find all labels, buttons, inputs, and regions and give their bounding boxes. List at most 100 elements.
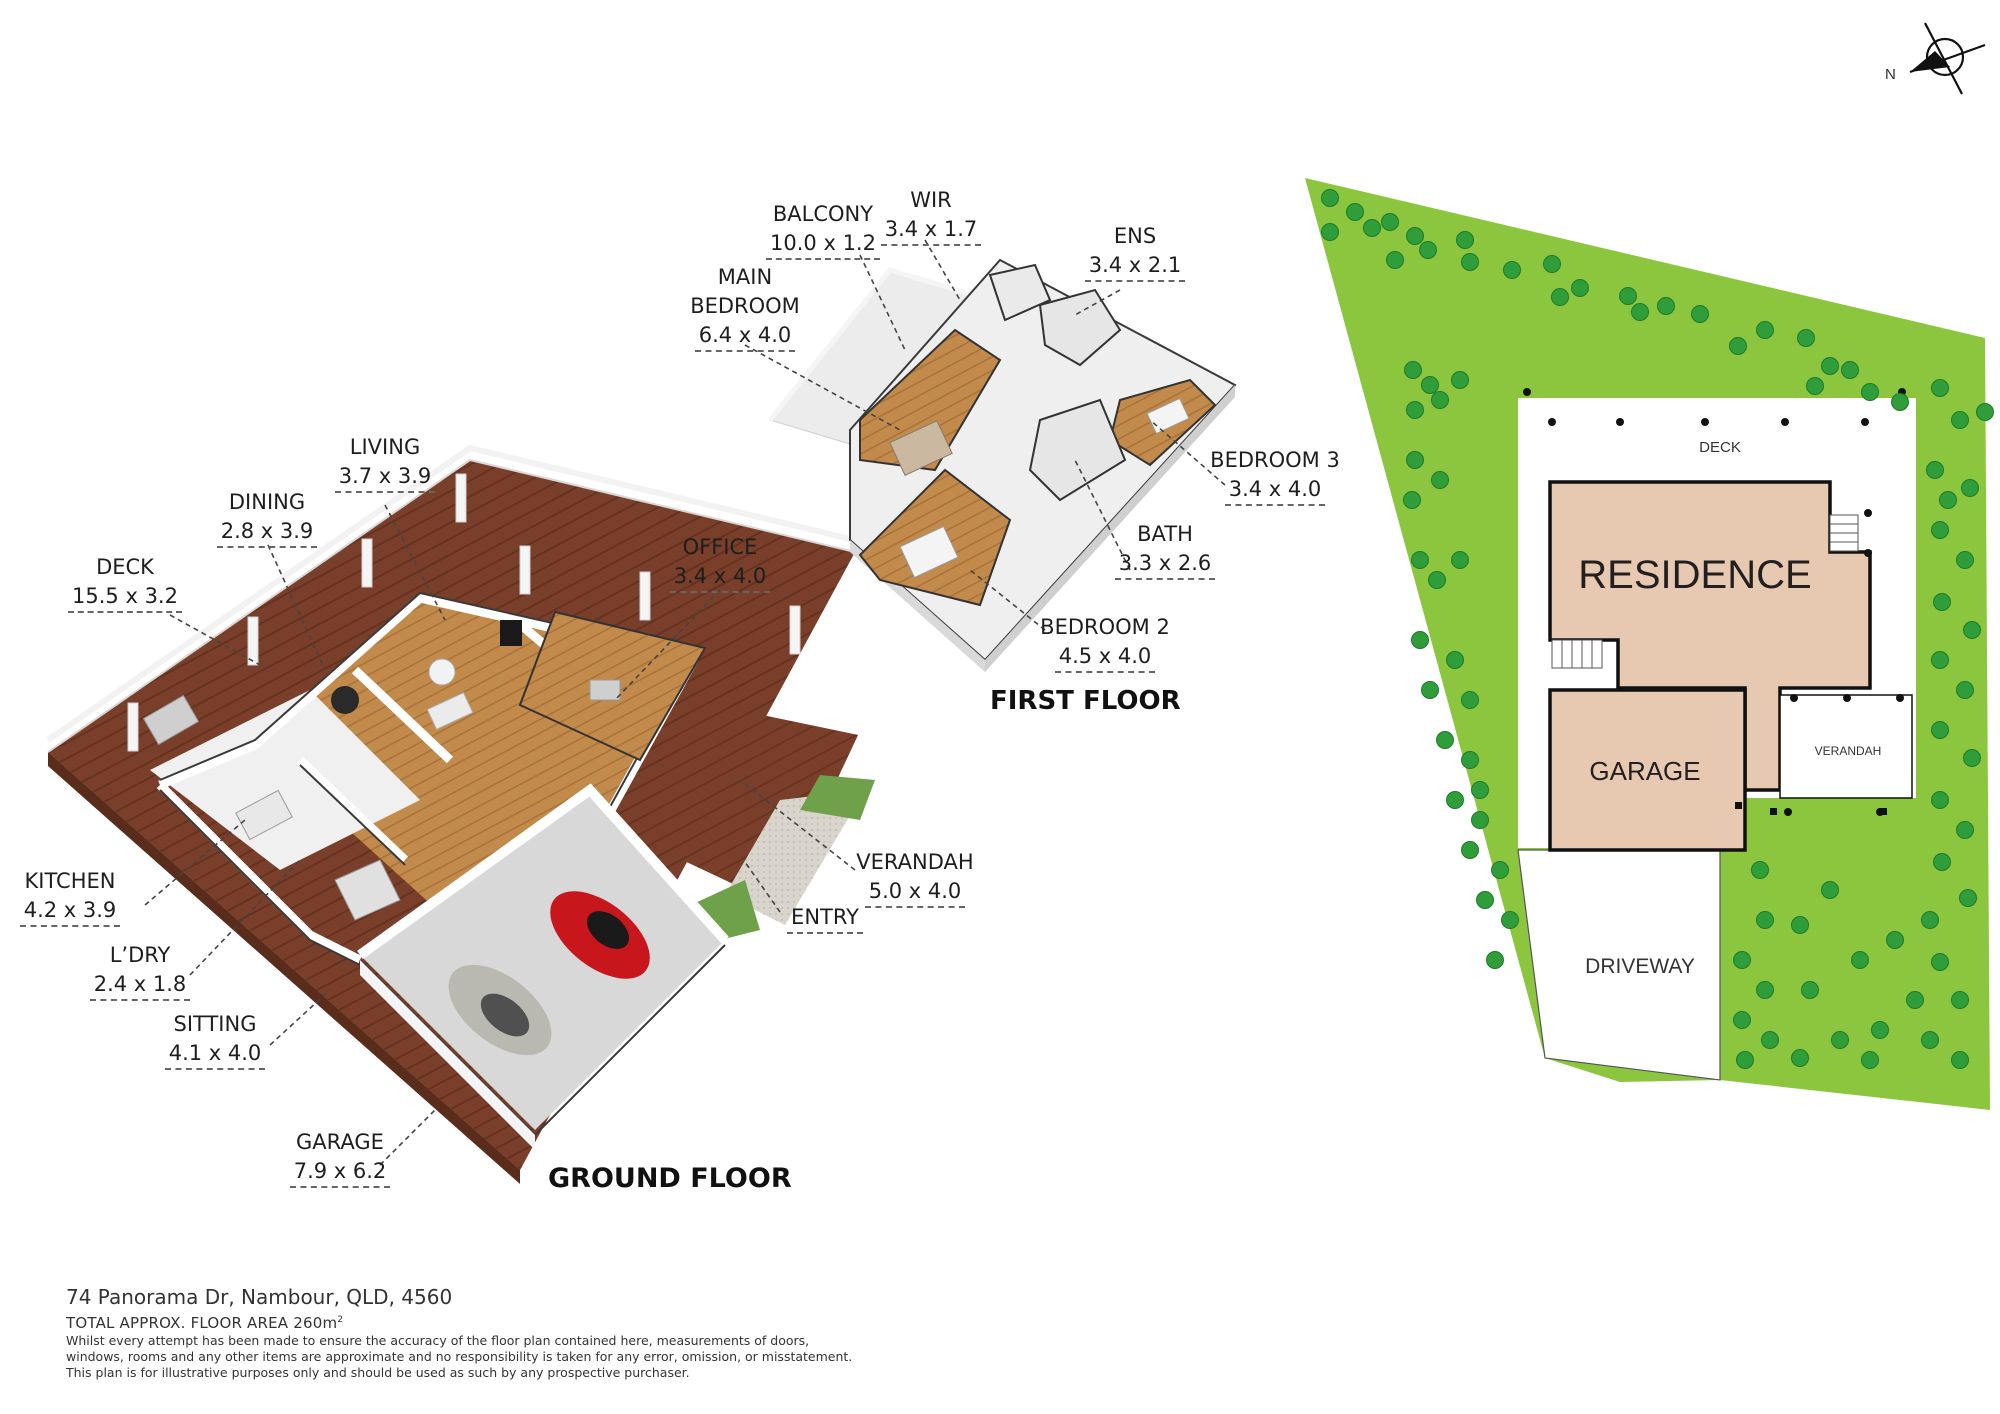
tree-icon [1501,911,1519,929]
tree-icon [1791,1049,1809,1067]
tree-icon [1411,551,1429,569]
tree-icon [1861,1051,1879,1069]
tree-icon [1956,551,1974,569]
room-dims: 4.1 x 4.0 [164,1039,266,1070]
tree-icon [1404,361,1422,379]
room-dims: 3.4 x 2.1 [1084,251,1186,282]
ground-deck-railing-lower [47,458,856,753]
tree-icon [1456,231,1474,249]
tree-icon [1421,681,1439,699]
tree-icon [1431,391,1449,409]
compass-north-label: N [1885,66,1896,83]
room-dims: 3.4 x 4.0 [669,562,771,593]
tree-icon [1657,297,1675,315]
room-dims: 10.0 x 1.2 [766,229,880,260]
silver-car-icon [448,964,552,1056]
tree-icon [1421,376,1439,394]
room-name: DINING [228,490,306,514]
room-dims: 4.5 x 4.0 [1054,642,1156,673]
tree-icon [1411,631,1429,649]
tree-icon [1951,991,1969,1009]
room-label-ensuite: ENS 3.4 x 2.1 [1070,222,1200,282]
room-label-bedroom-2: BEDROOM 2 4.5 x 4.0 [1020,613,1190,673]
room-label-bedroom-3: BEDROOM 3 3.4 x 4.0 [1190,446,1360,506]
tree-icon [1451,371,1469,389]
tree-icon [1733,1011,1751,1029]
first-ensuite [1038,288,1122,367]
tree-icon [1831,1031,1849,1049]
ground-entry-path [725,790,865,925]
site-label-residence: RESIDENCE [1578,553,1812,597]
room-dims: 6.4 x 4.0 [694,321,796,352]
tree-icon [1491,861,1509,879]
tree-icon [1963,621,1981,639]
tree-icon [1861,383,1879,401]
room-dims: 2.8 x 3.9 [216,517,318,548]
bedroom-3-bed-icon [1146,397,1190,435]
tree-icon [1841,361,1859,379]
tree-icon [1503,261,1521,279]
compass-icon [1909,22,1986,95]
tree-icon [1363,219,1381,237]
tree-icon [1931,521,1949,539]
site-plan [1305,178,1990,1110]
tree-icon [1321,189,1339,207]
tree-icon [1933,853,1951,871]
tree-icon [1471,811,1489,829]
tree-icon [1406,451,1424,469]
tree-icon [1951,1051,1969,1069]
room-dims: 3.4 x 1.7 [880,215,982,246]
tree-icon [1461,751,1479,769]
room-label-deck: DECK 15.5 x 3.2 [30,553,220,613]
tree-icon [1751,861,1769,879]
site-garage [1548,688,1747,852]
tree-icon [1756,981,1774,999]
tree-icon [1851,951,1869,969]
tree-icon [1436,731,1454,749]
tree-icon [1461,841,1479,859]
room-name: L’DRY [109,943,171,967]
tree-icon [1403,491,1421,509]
room-dims: 2.4 x 1.8 [89,970,191,1001]
ground-verandah-planks [640,700,858,905]
ground-floor-title: GROUND FLOOR [548,1163,792,1194]
tree-icon [1961,479,1979,497]
first-main-bedroom [859,328,1002,472]
tree-icon [1543,255,1561,273]
tree-icon [1806,377,1824,395]
room-label-office: OFFICE 3.4 x 4.0 [625,533,815,593]
room-name: SITTING [173,1012,257,1036]
tree-icon [1871,1021,1889,1039]
room-name: WIR [910,188,952,212]
site-label-garage: GARAGE [1589,756,1701,786]
room-dims: 3.3 x 2.6 [1114,549,1216,580]
tree-icon [1756,911,1774,929]
tree-icon [1729,337,1747,355]
floor-area: TOTAL APPROX. FLOOR AREA 260m2 [66,1310,966,1333]
room-label-bath: BATH 3.3 x 2.6 [1110,520,1220,580]
tree-icon [1461,253,1479,271]
ground-garage-walls [357,783,729,960]
tree-icon [1428,571,1446,589]
tree-icon [1791,916,1809,934]
room-name: OFFICE [682,535,758,559]
room-name: BEDROOM 3 [1210,448,1340,472]
site-label-driveway: DRIVEWAY [1585,955,1695,978]
tree-icon [1921,1031,1939,1049]
tree-icon [1926,461,1944,479]
ground-kitchen-floor [150,690,420,870]
tree-icon [1386,251,1404,269]
site-deck-posts [1523,388,1906,816]
first-wir [988,263,1052,322]
tree-icon [1406,227,1424,245]
tree-icon [1619,287,1637,305]
first-floor-title: FIRST FLOOR [990,686,1181,716]
tree-icon [1931,379,1949,397]
tree-icon [1461,691,1479,709]
room-label-kitchen: KITCHEN 4.2 x 3.9 [0,867,140,927]
first-balcony-railing [768,267,991,422]
tree-icon [1733,951,1751,969]
ground-garage-front-wall [360,960,535,1150]
